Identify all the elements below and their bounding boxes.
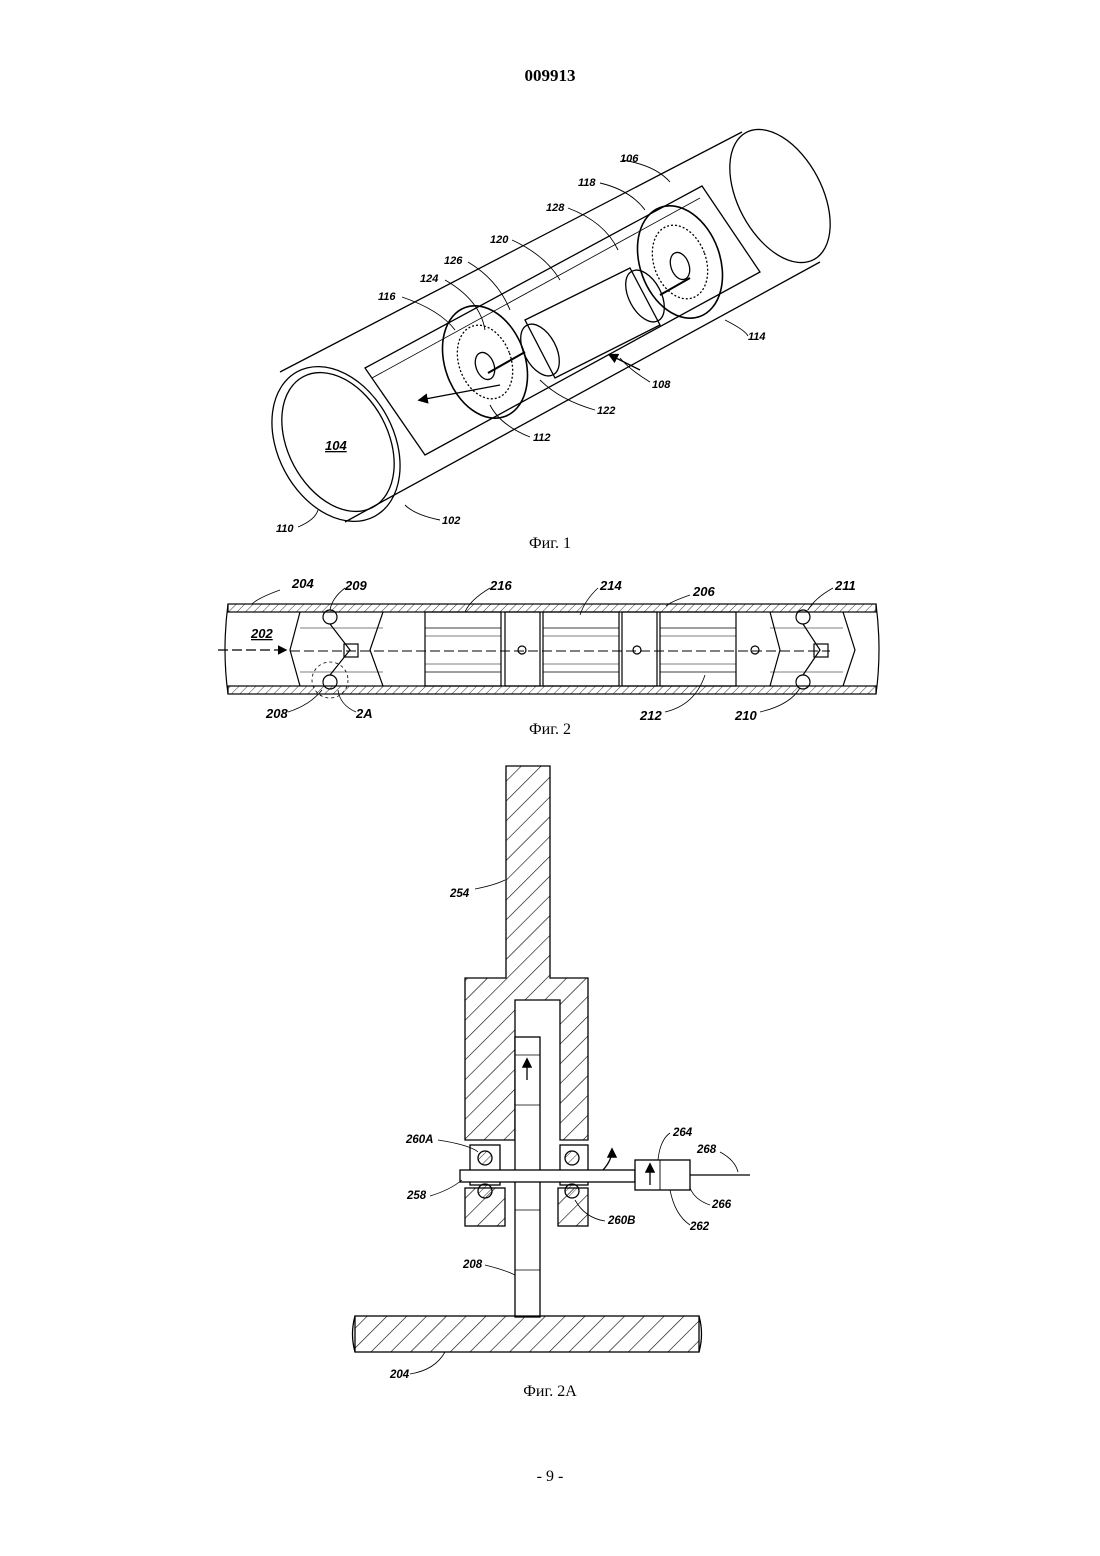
label-112: 112 xyxy=(533,432,551,444)
label-104: 104 xyxy=(325,438,347,453)
label-211: 211 xyxy=(834,578,856,593)
label-116: 116 xyxy=(378,291,396,303)
label-2a: 2A xyxy=(355,706,373,721)
label-214: 214 xyxy=(599,578,622,593)
label-108: 108 xyxy=(652,379,671,391)
label-264: 264 xyxy=(672,1127,693,1139)
label-260b: 260B xyxy=(607,1215,636,1227)
page-number: - 9 - xyxy=(0,1468,1100,1486)
label-208: 208 xyxy=(462,1259,483,1271)
label-102: 102 xyxy=(442,515,460,527)
label-120: 120 xyxy=(490,234,509,246)
label-258: 258 xyxy=(406,1190,427,1202)
label-110: 110 xyxy=(276,523,294,535)
label-262: 262 xyxy=(689,1221,710,1233)
label-118: 118 xyxy=(578,177,596,189)
figure-2-labels: 204 209 216 214 206 211 202 208 2A 212 2… xyxy=(250,576,856,723)
label-204: 204 xyxy=(291,576,314,591)
label-268: 268 xyxy=(696,1144,717,1156)
figure-1-drawing xyxy=(246,113,851,544)
label-206: 206 xyxy=(692,584,715,599)
figure-1-caption: Фиг. 1 xyxy=(0,535,1100,553)
figure-2-caption: Фиг. 2 xyxy=(0,721,1100,739)
label-266: 266 xyxy=(711,1199,732,1211)
figure-2-drawing xyxy=(218,588,879,712)
label-124: 124 xyxy=(420,273,438,285)
label-114: 114 xyxy=(748,331,766,343)
label-204: 204 xyxy=(389,1369,410,1381)
label-126: 126 xyxy=(444,255,463,267)
label-122: 122 xyxy=(597,405,615,417)
label-216: 216 xyxy=(489,578,512,593)
label-208: 208 xyxy=(265,706,288,721)
label-209: 209 xyxy=(344,578,367,593)
figure-2a-caption: Фиг. 2A xyxy=(0,1383,1100,1401)
label-254: 254 xyxy=(449,888,470,900)
label-128: 128 xyxy=(546,202,565,214)
label-202: 202 xyxy=(250,626,273,641)
figure-2a-drawing xyxy=(353,766,751,1374)
label-106: 106 xyxy=(620,153,639,165)
label-260a: 260A xyxy=(405,1134,434,1146)
